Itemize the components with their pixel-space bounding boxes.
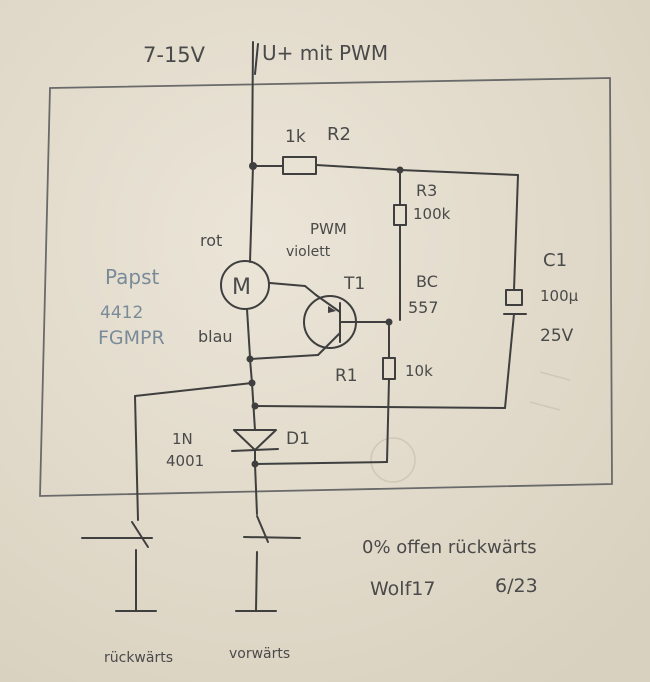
motor-brand-label: Papst xyxy=(105,265,160,289)
r1-value-label: 10k xyxy=(405,362,433,380)
transistor-t1 xyxy=(303,285,390,356)
motor-model-line2: FGMPR xyxy=(98,327,165,349)
switch-forward xyxy=(235,463,301,612)
r3-value-label: 100k xyxy=(413,205,451,223)
d1-type-line2: 4001 xyxy=(166,452,204,470)
resistor-r3 xyxy=(393,169,407,321)
supply-voltage-label: 7-15V xyxy=(143,43,206,67)
supply-wire-label: U+ mit PWM xyxy=(262,41,388,65)
note-line1: 0% offen rückwärts xyxy=(362,537,537,558)
r3-name-label: R3 xyxy=(416,181,437,200)
motor-symbol xyxy=(220,260,270,310)
c1-value-label: 100µ xyxy=(540,287,579,305)
d1-name-label: D1 xyxy=(286,429,310,449)
capacitor-c1 xyxy=(254,174,527,409)
note-author: Wolf17 xyxy=(370,578,435,600)
red-wire-label: rot xyxy=(200,231,222,250)
pwm-wire-label: PWM xyxy=(310,220,347,238)
t1-name-label: T1 xyxy=(343,274,365,294)
switch-reverse-label: rückwärts xyxy=(104,650,173,666)
note-date: 6/23 xyxy=(495,575,538,597)
junction-dot-cap xyxy=(251,402,259,410)
resistor-r2 xyxy=(252,156,519,176)
supply-wire xyxy=(251,41,259,165)
switch-reverse xyxy=(81,382,253,612)
switch-forward-label: vorwärts xyxy=(229,646,290,662)
c1-name-label: C1 xyxy=(543,250,567,271)
motor-model-line1: 4412 xyxy=(100,303,143,323)
motor-symbol-label: M xyxy=(232,275,251,300)
t1-type-line1: BC xyxy=(416,272,438,291)
violet-wire-label: violett xyxy=(286,244,331,260)
t1-type-line2: 557 xyxy=(408,298,439,317)
r2-value-label: 1k xyxy=(285,127,306,147)
r2-name-label: R2 xyxy=(327,124,351,145)
c1-voltage-label: 25V xyxy=(540,326,574,346)
motor-branch xyxy=(220,165,319,360)
d1-type-line1: 1N xyxy=(172,430,193,448)
blue-wire-label: blau xyxy=(198,327,233,346)
r1-name-label: R1 xyxy=(335,366,358,386)
resistor-r1 xyxy=(254,321,396,465)
board-outline xyxy=(39,77,613,497)
erased-traces xyxy=(370,371,571,483)
